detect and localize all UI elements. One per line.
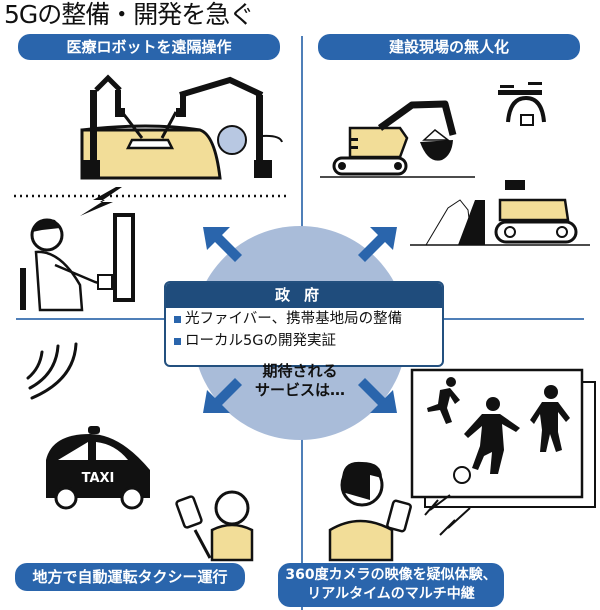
elderly-person-with-phone-icon	[175, 490, 254, 562]
label-unmanned-construction: 建設現場の無人化	[318, 34, 580, 60]
bullet-icon	[174, 315, 181, 323]
label-text: 地方で自動運転タクシー運行	[32, 568, 228, 586]
bullet-icon	[174, 337, 181, 345]
label-text: 建設現場の無人化	[388, 38, 509, 56]
surgery-robot-illustration	[14, 74, 286, 312]
government-item-text: 光ファイバー、携帯基地局の整備	[185, 311, 403, 327]
government-box: 政府 光ファイバー、携帯基地局の整備 ローカル5Gの開発実証	[164, 281, 444, 367]
taxi-icon: TAXI	[46, 426, 150, 510]
arrow-up-right-icon	[358, 227, 397, 262]
wireless-signal-icon	[424, 494, 471, 536]
construction-illustration	[320, 82, 590, 246]
label-text: 医療ロボットを遠隔操作	[66, 38, 232, 56]
soccer-ball-icon	[453, 466, 471, 484]
government-item: 光ファイバー、携帯基地局の整備	[166, 308, 442, 330]
doctor-at-console-icon	[20, 213, 135, 312]
surgical-robot-icon	[80, 74, 283, 180]
taxi-illustration: TAXI	[26, 342, 254, 562]
soccer-players-icon	[427, 377, 570, 474]
caption-line: サービスは…	[254, 381, 345, 399]
signal-waves-icon	[26, 342, 78, 400]
page-title: 5Gの整備・開発を急ぐ	[4, 0, 254, 29]
lightning-icon	[80, 187, 122, 216]
arrow-down-right-icon	[358, 378, 397, 413]
viewer-with-phone-icon	[328, 461, 412, 562]
taxi-sign-text: TAXI	[82, 471, 115, 486]
label-live-broadcast: 360度カメラの映像を疑似体験、 リアルタイムのマルチ中継	[278, 563, 504, 607]
drone-icon	[498, 82, 546, 126]
bulldozer-icon	[410, 180, 590, 246]
label-autonomous-taxi: 地方で自動運転タクシー運行	[15, 563, 245, 591]
broadcast-illustration	[328, 368, 596, 562]
government-header: 政府	[166, 283, 442, 308]
expected-services-caption: 期待される サービスは…	[240, 362, 360, 400]
label-text-line: 360度カメラの映像を疑似体験、	[285, 567, 497, 583]
label-remote-surgery: 医療ロボットを遠隔操作	[18, 34, 280, 60]
government-item: ローカル5Gの開発実証	[166, 330, 442, 352]
caption-line: 期待される	[262, 362, 338, 380]
label-text-line: リアルタイムのマルチ中継	[307, 586, 475, 602]
arrow-down-left-icon	[203, 378, 242, 413]
government-item-text: ローカル5Gの開発実証	[185, 333, 336, 349]
arrow-up-left-icon	[203, 227, 242, 262]
excavator-icon	[320, 100, 475, 178]
